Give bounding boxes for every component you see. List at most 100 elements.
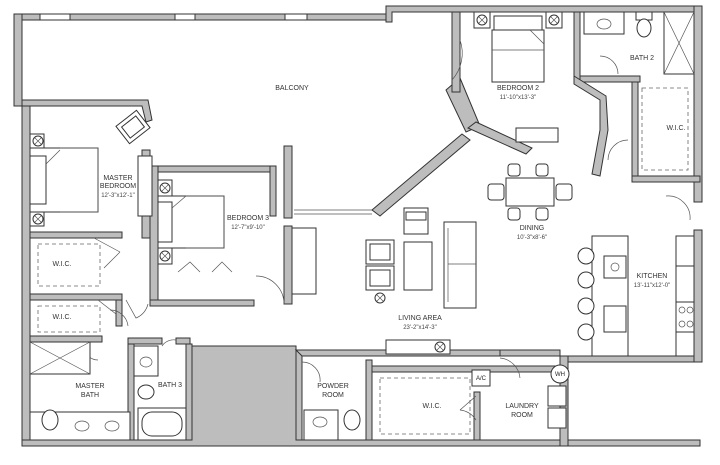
bar-stools: [577, 247, 595, 341]
wall-wic1-top: [29, 231, 123, 239]
window-2: [174, 13, 196, 21]
label-wh: WH: [555, 372, 565, 378]
burner-2: [686, 306, 694, 314]
door-bath2-arc: [599, 55, 619, 75]
powder-sink: [312, 416, 328, 428]
master-bed-fold: [45, 149, 61, 165]
wall-bath2-left: [573, 11, 581, 83]
door-main-arc: [665, 195, 691, 221]
masterbath-shower-x: [29, 341, 91, 375]
masterbath-sink-1: [74, 420, 90, 432]
wall-wic2-top: [29, 293, 123, 301]
master-bed-headboard: [29, 155, 47, 205]
dim-dining: 10'-3"x8'-6": [517, 235, 547, 241]
label-dining: DINING: [520, 225, 545, 232]
coffee-table: [403, 241, 433, 291]
wall-bed3-top: [157, 165, 277, 173]
bed3-headboard: [157, 201, 173, 243]
wall-diagonal: [371, 133, 471, 217]
wall-wic-right: [631, 81, 639, 179]
powder-vanity: [303, 409, 339, 441]
label-master-1: MASTER: [103, 175, 132, 182]
kitchen-island: [591, 235, 629, 357]
ac-unit: [471, 369, 491, 387]
label-masterbath-2: BATH: [81, 392, 99, 399]
light-markers: [32, 14, 560, 353]
master-bed-blanket: [60, 147, 99, 213]
wall-bath3-top: [127, 337, 163, 345]
light-icon: [374, 292, 386, 304]
bath2-sink: [596, 18, 612, 30]
wall-right-upper: [693, 5, 703, 203]
wall-bed3-bottom: [149, 299, 255, 307]
label-ac: A/C: [476, 376, 487, 382]
wall-bed2-bottom-diag: [467, 121, 533, 155]
bath3-tub-inner: [141, 411, 183, 437]
accent-chair-back: [405, 211, 427, 221]
label-wic-laundry: W.I.C.: [422, 403, 441, 410]
bed3-fold: [171, 195, 187, 209]
door-bed2-arc: [451, 39, 463, 81]
bath3-toilet: [137, 384, 155, 400]
wall-top-right: [385, 5, 701, 23]
light-icon: [32, 135, 44, 147]
living-chair-2-seat: [369, 269, 391, 287]
label-master-2: BEDROOM: [100, 183, 136, 190]
label-powder-2: ROOM: [322, 392, 344, 399]
washer: [547, 385, 567, 407]
doors: [83, 39, 691, 421]
wall-wic2-right: [115, 299, 123, 327]
wall-bed3-right-upper: [269, 165, 277, 217]
door-wic-bath2-arc: [607, 139, 629, 161]
master-dresser: [137, 155, 153, 217]
dim-master: 12'-3"x12'-1": [101, 193, 135, 199]
bath2-toilet: [636, 18, 652, 38]
light-icon: [476, 14, 488, 26]
living-chair-1-seat: [369, 243, 391, 261]
wall-balcony-left: [13, 13, 23, 107]
window-3: [284, 13, 308, 21]
living-console: [385, 339, 451, 355]
burner-4: [686, 320, 694, 328]
powder-toilet: [343, 409, 361, 431]
wall-bath3-right: [185, 343, 193, 441]
sofa-cushions: [447, 228, 476, 302]
label-bedroom3: BEDROOM 3: [227, 215, 269, 222]
bed2-bed: [491, 29, 545, 83]
door-master-arc: [125, 299, 149, 319]
light-icon: [159, 250, 171, 262]
wall-laundry-top: [499, 349, 561, 357]
wall-bed2-left: [451, 11, 461, 93]
door-wic1: [93, 237, 121, 269]
wic-master1-outline: [37, 243, 101, 287]
light-icon: [32, 213, 44, 225]
window-1: [39, 13, 71, 21]
range: [675, 301, 695, 333]
light-icon: [548, 14, 560, 26]
tv-console: [291, 227, 317, 295]
walls: [13, 5, 703, 447]
wall-right-lower: [693, 229, 703, 363]
label-balcony: BALCONY: [275, 85, 309, 92]
label-bedroom2: BEDROOM 2: [497, 85, 539, 92]
label-masterbath-1: MASTER: [75, 383, 104, 390]
label-powder-1: POWDER: [317, 383, 349, 390]
dining-table: [505, 177, 555, 207]
masterbath-sink-2: [104, 420, 120, 432]
burner-1: [678, 306, 686, 314]
closet-doors-bed3: [177, 261, 233, 273]
label-wic-master1: W.I.C.: [52, 261, 71, 268]
dim-bedroom3: 12'-7"x9'-10": [231, 225, 265, 231]
dim-bedroom2: 11'-10"x13'-3": [500, 95, 536, 101]
label-wic-master2: W.I.C.: [52, 314, 71, 321]
bed2-fold: [529, 29, 545, 45]
wall-bath2-bottom: [579, 75, 641, 83]
bath3-vanity: [133, 345, 159, 377]
dryer: [547, 407, 567, 429]
dining-chairs: [487, 163, 573, 221]
label-bath2: BATH 2: [630, 55, 654, 62]
wall-bath3-top2: [175, 337, 191, 345]
bed3-blanket: [186, 195, 225, 249]
bath3-sink: [139, 356, 153, 368]
